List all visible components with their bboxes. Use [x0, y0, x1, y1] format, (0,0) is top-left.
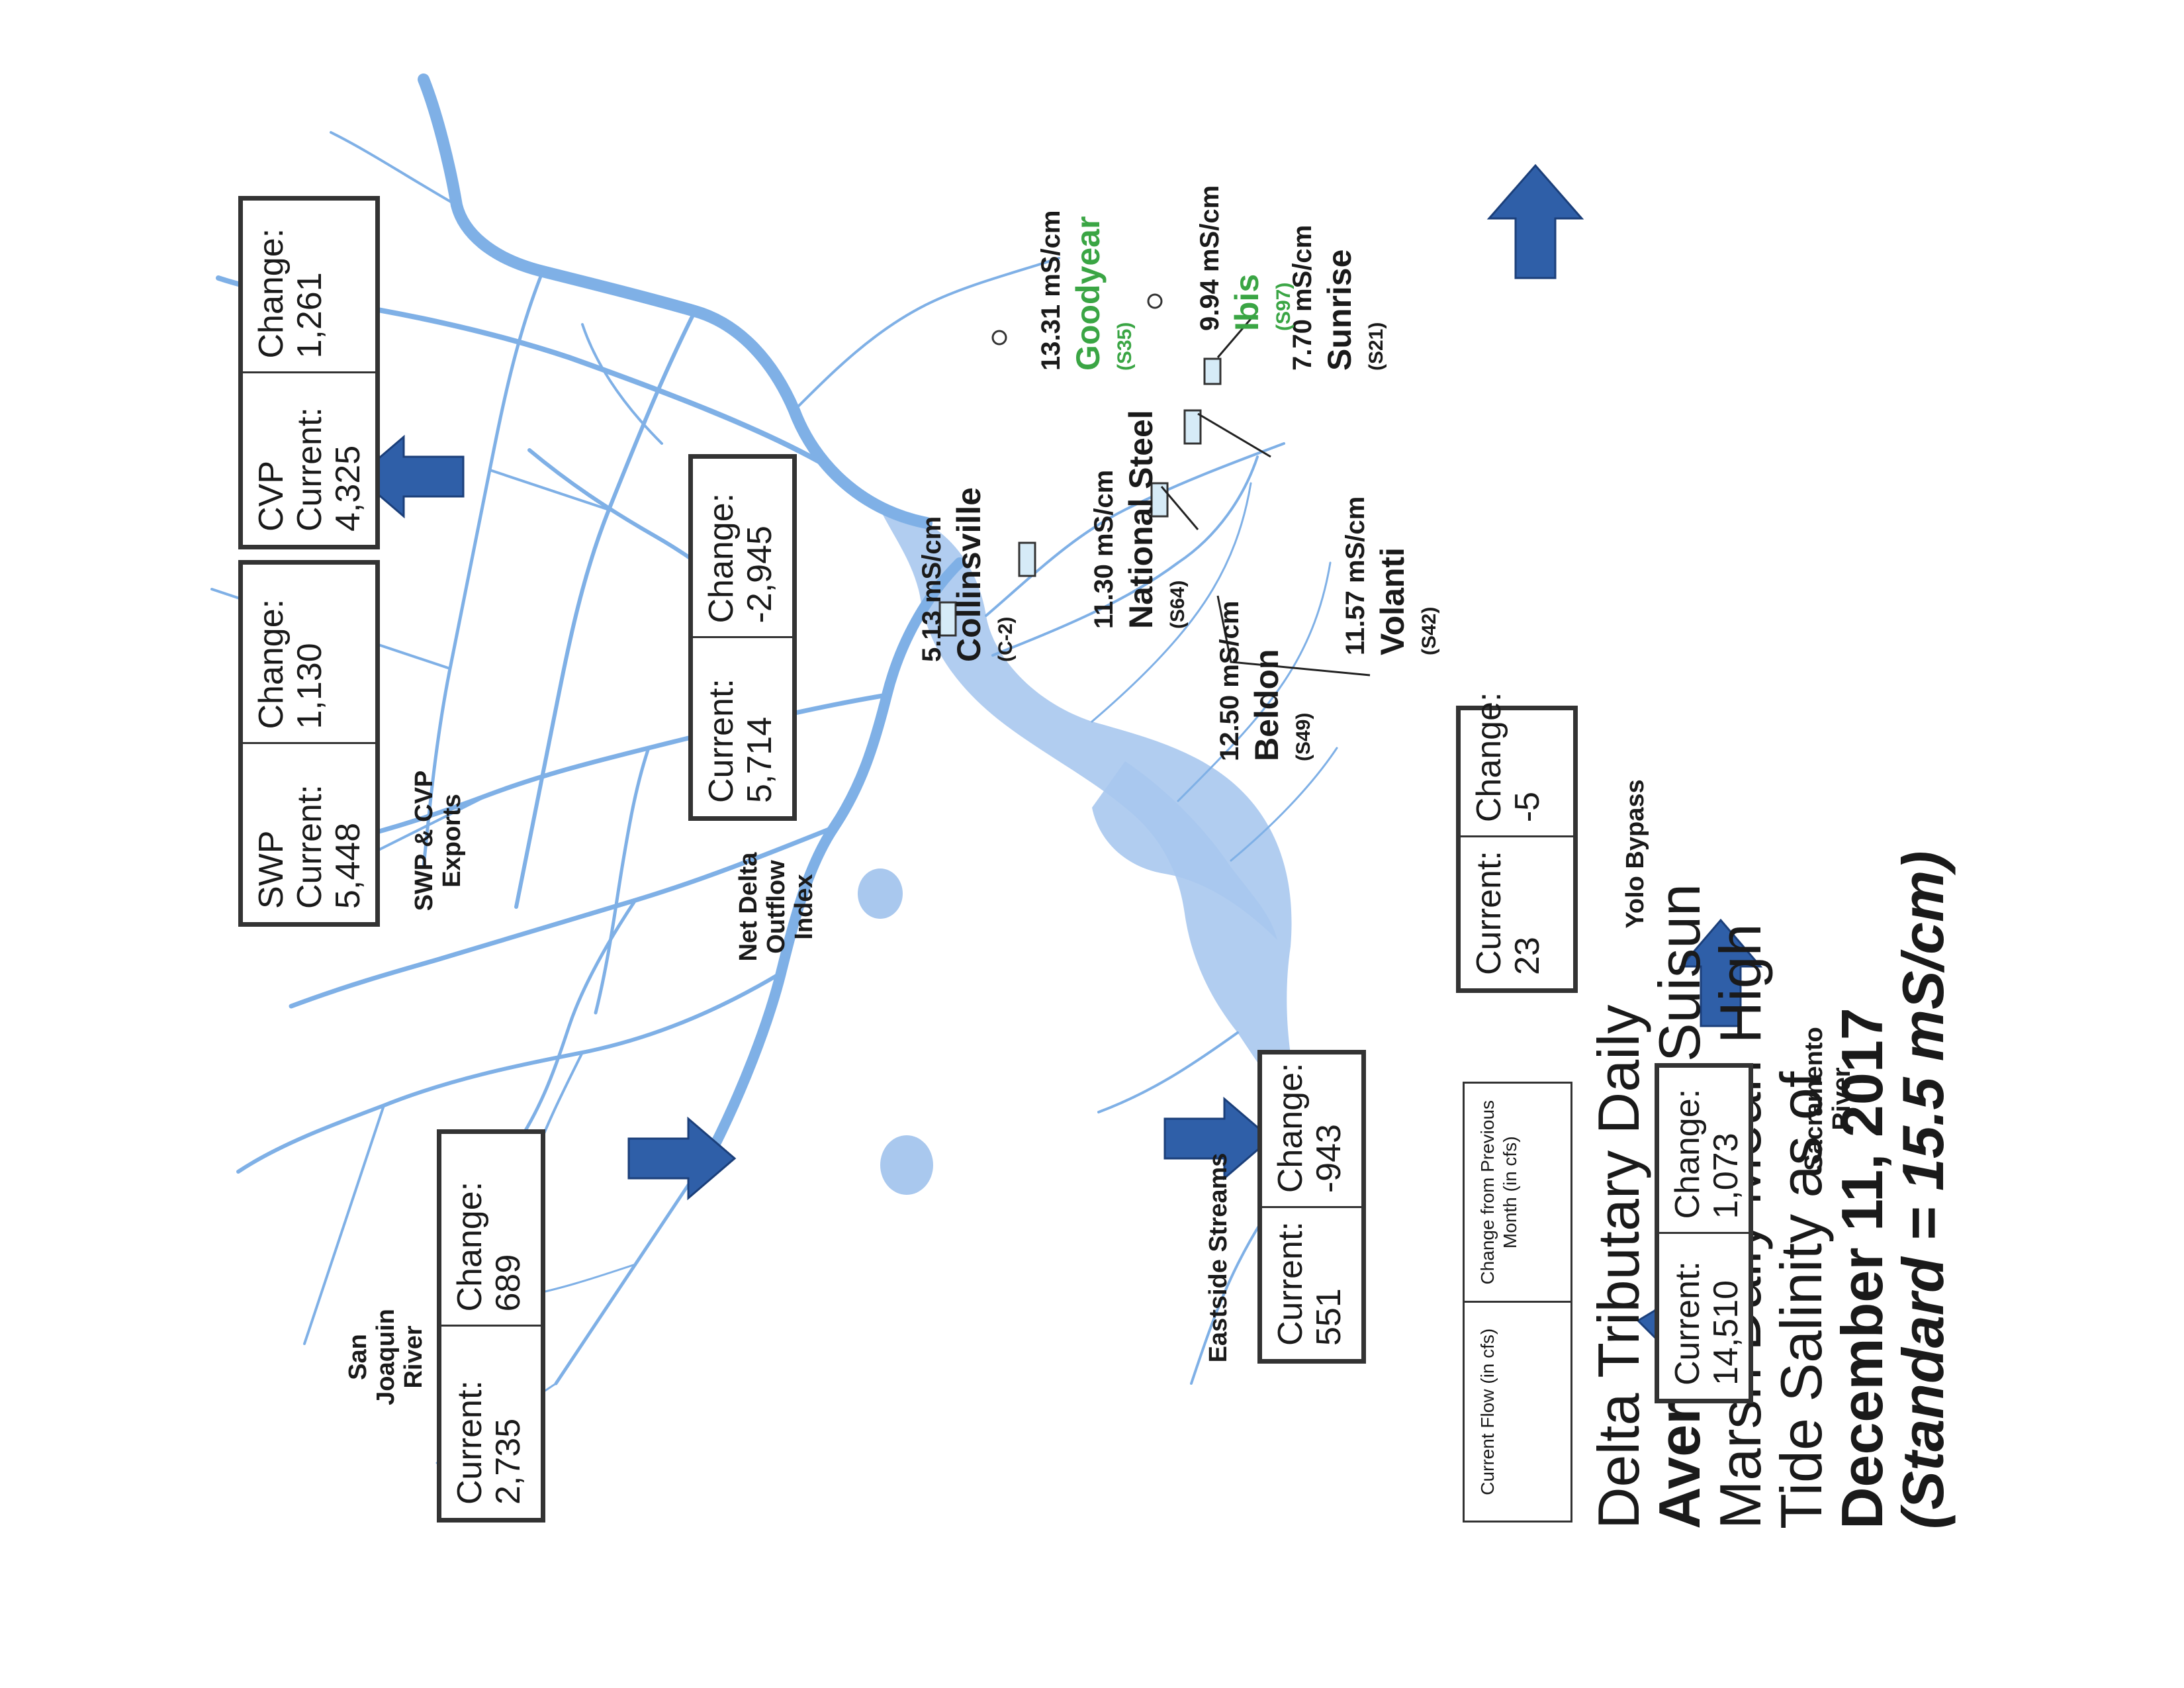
station-markers	[938, 357, 1222, 637]
title-standard: (Standard = 15.5 mS/cm)	[1890, 851, 1956, 1529]
sanjoaquin-flow-box: Current:2,735 Change:689	[437, 1129, 545, 1523]
ibis-marker	[1147, 293, 1163, 309]
flow-current: Current:5,714	[702, 679, 779, 803]
ndoi-arrow-icon	[627, 1116, 737, 1201]
suisun-bay	[880, 510, 1317, 1145]
leader-line	[1197, 412, 1271, 458]
flow-current: Current:551	[1271, 1221, 1348, 1346]
river-branch	[514, 309, 697, 909]
yolo-label: Yolo Bypass	[1621, 779, 1649, 929]
river-branch	[793, 257, 1060, 412]
flow-change: Change:689	[441, 1134, 541, 1327]
sacramento-river	[418, 73, 933, 529]
marsh-slough	[1230, 747, 1338, 862]
flow-change: Change:1,130	[243, 565, 375, 745]
river-branch	[488, 469, 610, 511]
grizzly-bay	[1092, 761, 1277, 940]
river-branch	[594, 746, 651, 1015]
leader-line	[1216, 595, 1371, 677]
leader-line	[1160, 486, 1199, 530]
river-branch	[236, 971, 783, 1174]
river-branch	[985, 442, 1285, 617]
flow-change: Change:-5	[1461, 679, 1573, 838]
ndoi-flow-box: Current:5,714 Change:-2,945	[688, 454, 797, 821]
flow-current: Current:23	[1470, 851, 1547, 975]
national-steel-marker	[1018, 541, 1036, 577]
flow-change: Change:1,073	[1659, 1068, 1749, 1235]
river-branch	[330, 131, 458, 207]
river-branch	[422, 269, 545, 869]
river-branch	[514, 898, 637, 1147]
clifton-court-forebay	[880, 1135, 933, 1195]
flow-change: Change:-943	[1262, 1049, 1361, 1209]
goodyear-marker	[991, 330, 1007, 346]
leader-line	[1216, 310, 1259, 358]
river-branch	[289, 825, 837, 1009]
river-branch	[1097, 1031, 1239, 1113]
sacramento-label: Sacramento River	[1800, 1027, 1856, 1171]
water-body	[858, 868, 903, 919]
flow-current: Current:14,510	[1668, 1261, 1745, 1385]
yolo-arrow-icon	[1486, 164, 1584, 279]
river-branch	[303, 1104, 385, 1345]
beldon-marker	[1150, 482, 1169, 518]
legend-change: Change from Previous Month (in cfs)	[1465, 1084, 1570, 1303]
sanjoaquin-label: San Joaquin River	[344, 1309, 428, 1405]
ndoi-label: Net Delta Outflow Index	[735, 852, 818, 962]
exports-label: SWP & CVP Exports	[410, 770, 466, 912]
legend-box: Current Flow (in cfs) Change from Previo…	[1463, 1082, 1572, 1523]
title-date: December 11, 2017	[1829, 1008, 1895, 1529]
eastside-flow-box: Current:551 Change:-943	[1257, 1049, 1366, 1364]
river-branch	[581, 323, 663, 445]
title-line: Tide Salinity as of	[1768, 1071, 1834, 1529]
eastside-label: Eastside Streams	[1205, 1152, 1232, 1363]
marsh-slough	[991, 455, 1259, 657]
sacramento-flow-box: Current:14,510 Change:1,073	[1655, 1063, 1753, 1403]
sacramento-arrow-icon	[1678, 918, 1763, 1027]
marsh-slough	[1091, 482, 1252, 723]
flow-change: Change:1,261	[243, 201, 375, 374]
marsh-slough	[1177, 561, 1332, 802]
legend-current: Current Flow (in cfs)	[1477, 1328, 1498, 1495]
flow-change: Change:-2,945	[693, 459, 792, 639]
collinsville-marker	[938, 601, 957, 637]
volanti-marker	[1183, 409, 1202, 445]
yolo-flow-box: Current:23 Change:-5	[1456, 679, 1578, 993]
flow-current: Current:2,735	[451, 1380, 527, 1505]
sunrise-marker	[1203, 357, 1222, 385]
